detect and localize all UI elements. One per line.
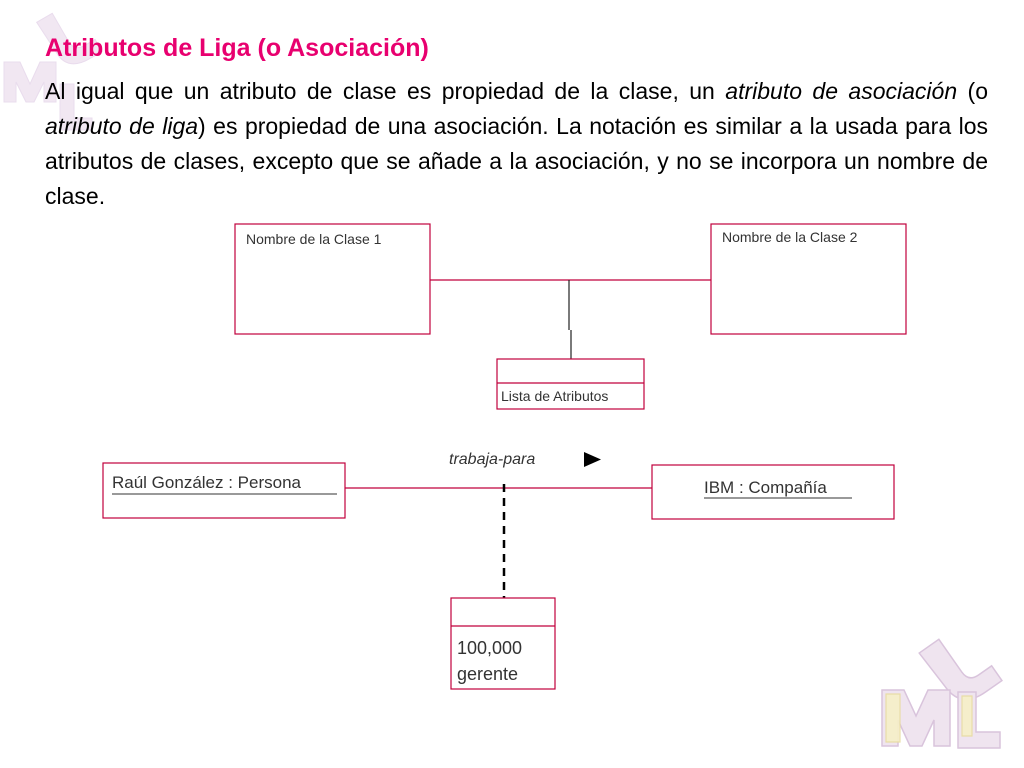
class-diagram: Nombre de la Clase 1 Nombre de la Clase …	[234, 223, 907, 410]
object-box-2	[651, 464, 895, 520]
link-attribute-value-1: 100,000	[457, 638, 522, 658]
class-box-2-name: Nombre de la Clase 2	[722, 229, 858, 245]
body-text-part2: (o	[957, 78, 988, 104]
object-diagram: Raúl González : Persona IBM : Compañía t…	[102, 451, 895, 690]
direction-arrow-icon	[584, 452, 601, 467]
class-box-1-name: Nombre de la Clase 1	[246, 231, 382, 247]
uml-logo-top-left	[3, 12, 103, 131]
uml-logo-bottom-right	[881, 638, 1003, 749]
class-box-1	[234, 223, 431, 335]
link-attribute-value-2: gerente	[457, 664, 518, 684]
body-text-italic-atributo-de-liga: atributo de liga	[45, 113, 199, 139]
object-box-2-name: IBM : Compañía	[704, 478, 827, 497]
slide-title: Atributos de Liga (o Asociación)	[45, 34, 429, 62]
link-attribute-box	[450, 597, 556, 690]
body-text-part3: ) es propiedad de una asociación. La not…	[45, 113, 988, 209]
body-text-italic-atributo-de-asociacion: atributo de asociación	[725, 78, 958, 104]
attribute-list-label: Lista de Atributos	[501, 388, 608, 404]
slide-body-paragraph: Al igual que un atributo de clase es pro…	[45, 74, 988, 214]
object-box-1-name: Raúl González : Persona	[112, 473, 302, 492]
attribute-list-box	[496, 358, 645, 410]
association-name-label: trabaja-para	[449, 451, 535, 468]
object-box-1	[102, 462, 346, 519]
class-box-2	[710, 223, 907, 335]
body-text-part1: Al igual que un atributo de clase es pro…	[45, 78, 726, 104]
